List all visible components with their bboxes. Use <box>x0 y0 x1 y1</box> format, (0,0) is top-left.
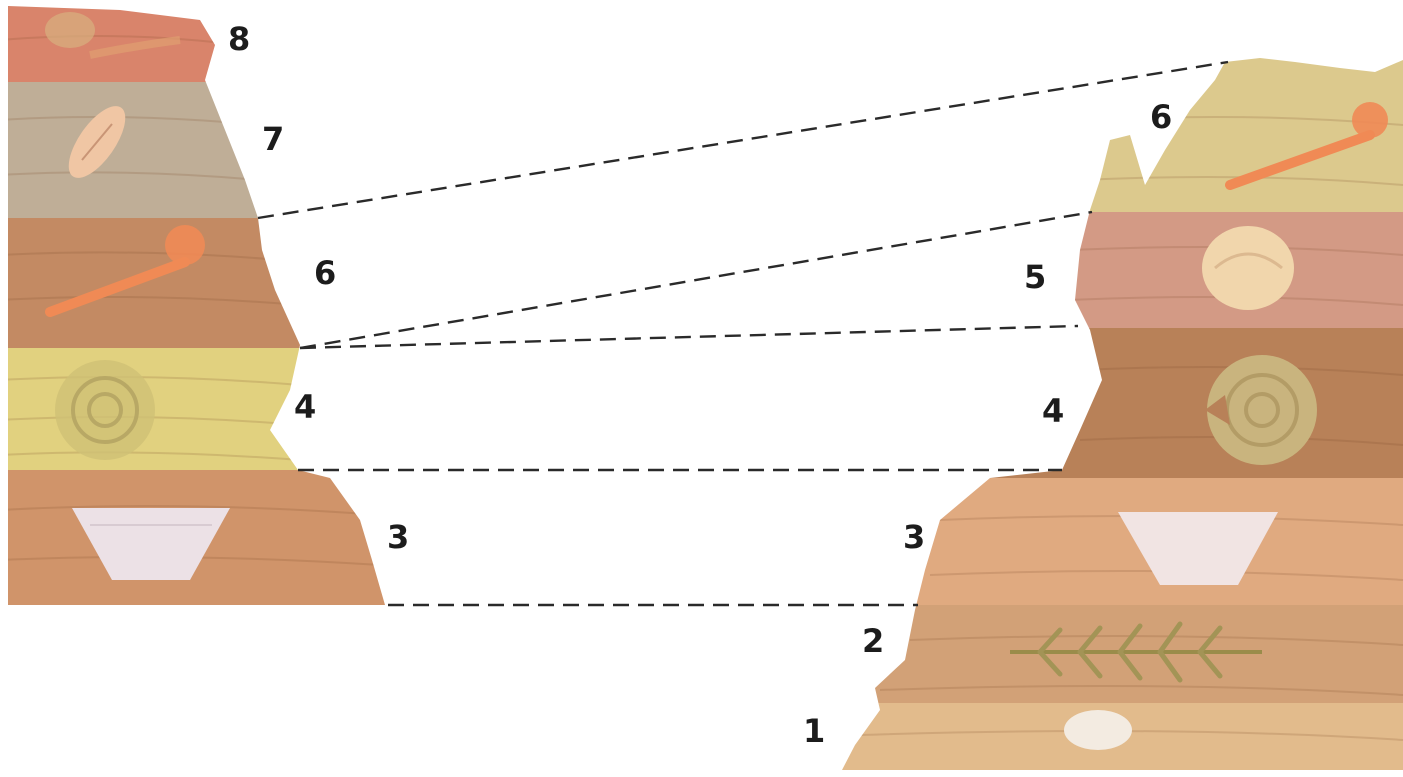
left-label-4: 4 <box>294 388 316 426</box>
right-label-3: 3 <box>903 518 925 556</box>
ammonite-fossil-icon <box>55 360 155 460</box>
trilobite-fossil-icon <box>1202 226 1294 310</box>
correlation-line-layer-5-top <box>300 212 1092 348</box>
trilobite-fossil-icon <box>1064 710 1132 750</box>
left-label-8: 8 <box>228 20 250 58</box>
left-label-6: 6 <box>314 254 336 292</box>
correlation-line-layer-6-base <box>300 326 1078 348</box>
right-label-2: 2 <box>862 622 884 660</box>
right-layer-4 <box>830 328 1403 478</box>
left-label-7: 7 <box>262 120 284 158</box>
right-label-1: 1 <box>803 712 825 750</box>
left-layer-6 <box>0 218 420 348</box>
right-layer-6 <box>830 40 1403 212</box>
right-label-4: 4 <box>1042 392 1064 430</box>
correlation-line-layer-6-top <box>258 62 1228 218</box>
left-layer-7 <box>0 82 420 218</box>
right-label-6: 6 <box>1150 98 1172 136</box>
left-label-3: 3 <box>387 518 409 556</box>
right-layer-5 <box>830 212 1403 328</box>
right-label-5: 5 <box>1024 258 1046 296</box>
